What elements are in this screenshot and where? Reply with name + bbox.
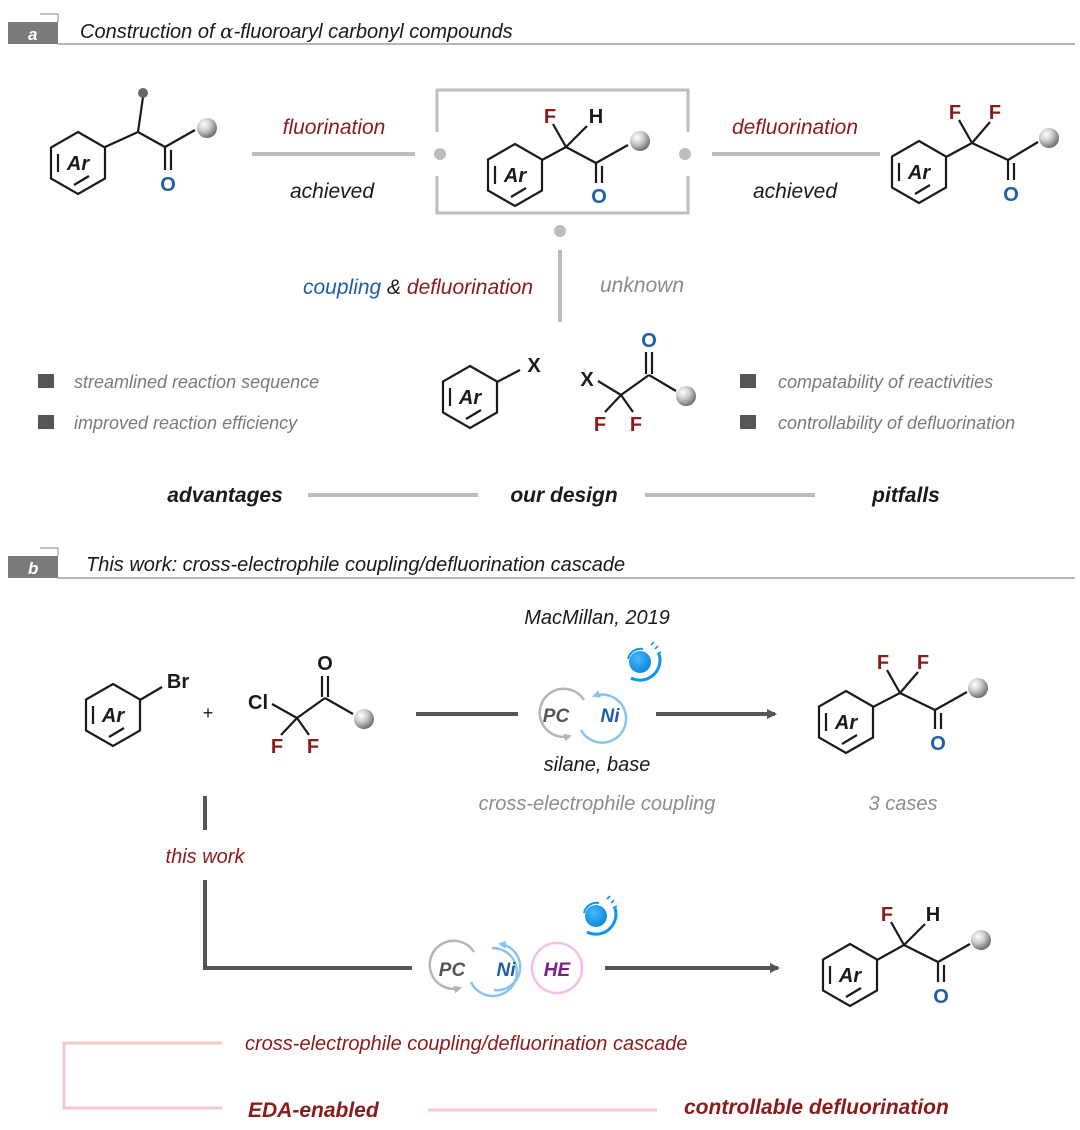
label-xec: cross-electrophile coupling xyxy=(479,793,716,815)
svg-text:O: O xyxy=(1003,184,1019,206)
svg-text:F: F xyxy=(307,736,319,758)
catalyst-pc-ni-cycle: PC Ni xyxy=(538,687,628,744)
label-controllable-defluorination: controllable defluorination xyxy=(684,1096,949,1119)
advantages-list: streamlined reaction sequence improved r… xyxy=(38,372,319,433)
substituent-sphere xyxy=(676,386,696,406)
substituent-sphere xyxy=(354,709,374,729)
molecule-aryl-ketone: Ar O xyxy=(49,88,217,196)
svg-text:Ar: Ar xyxy=(101,705,125,727)
bottom-bracket xyxy=(62,1041,222,1110)
catalyst-pc-ni-he-cycle: PC Ni HE xyxy=(428,939,584,998)
molecule-aryl-bromide: Ar Br xyxy=(84,671,189,748)
panel-b-title: This work: cross-electrophile coupling/d… xyxy=(86,554,625,576)
svg-text:O: O xyxy=(160,174,176,196)
center-bracket xyxy=(435,88,690,215)
substituent-sphere xyxy=(197,118,217,138)
label-achieved-left: achieved xyxy=(290,180,375,203)
product-difluoro: Ar F F O xyxy=(817,652,988,755)
svg-text:F: F xyxy=(877,652,889,674)
svg-text:F: F xyxy=(881,904,893,926)
svg-text:Ar: Ar xyxy=(66,153,90,175)
svg-text:PC: PC xyxy=(543,706,570,727)
plus-sign: + xyxy=(203,703,214,723)
substituent-sphere xyxy=(630,131,650,151)
panel-b-badge: b xyxy=(28,559,38,578)
svg-text:Ar: Ar xyxy=(838,965,862,987)
product-monofluoro: Ar F H O xyxy=(821,904,991,1008)
molecule-monofluoro: Ar F H O xyxy=(486,106,650,208)
label-cascade: cross-electrophile coupling/defluorinati… xyxy=(245,1033,687,1055)
svg-text:X: X xyxy=(580,369,594,391)
svg-text:O: O xyxy=(317,653,333,675)
label-macmillan: MacMillan, 2019 xyxy=(524,607,670,629)
svg-text:F: F xyxy=(949,102,961,124)
svg-text:O: O xyxy=(933,986,949,1008)
svg-text:Ar: Ar xyxy=(907,162,931,184)
svg-text:O: O xyxy=(641,330,657,352)
label-defluorination: defluorination xyxy=(732,116,858,139)
label-pitfalls: pitfalls xyxy=(871,484,940,507)
svg-text:compatability of reactivities: compatability of reactivities xyxy=(778,372,993,392)
label-3-cases: 3 cases xyxy=(869,793,938,815)
svg-text:H: H xyxy=(589,106,603,128)
lightbulb-icon xyxy=(582,894,619,936)
lightbulb-icon xyxy=(626,640,663,682)
substituent-sphere xyxy=(1039,128,1059,148)
svg-text:improved reaction efficiency: improved reaction efficiency xyxy=(74,413,298,433)
methyl-dot xyxy=(138,88,148,98)
svg-text:F: F xyxy=(594,414,606,436)
substituent-sphere xyxy=(971,930,991,950)
svg-text:F: F xyxy=(917,652,929,674)
svg-text:O: O xyxy=(591,186,607,208)
svg-text:Ar: Ar xyxy=(458,387,482,409)
pitfalls-list: compatability of reactivities controllab… xyxy=(740,372,1015,433)
svg-text:F: F xyxy=(630,414,642,436)
svg-text:PC: PC xyxy=(439,960,466,981)
svg-text:Ni: Ni xyxy=(601,706,621,727)
panel-a-badge: a xyxy=(28,25,37,44)
svg-text:O: O xyxy=(930,733,946,755)
svg-text:Cl: Cl xyxy=(248,692,268,714)
label-our-design: our design xyxy=(510,484,617,507)
label-eda-enabled: EDA-enabled xyxy=(248,1099,380,1122)
svg-text:Br: Br xyxy=(167,671,189,693)
label-silane-base: silane, base xyxy=(544,754,651,776)
svg-text:F: F xyxy=(271,736,283,758)
molecule-chlorodifluoro-ketone: Cl O F F xyxy=(248,653,374,758)
svg-text:HE: HE xyxy=(544,960,572,981)
label-advantages: advantages xyxy=(167,484,283,507)
svg-text:Ar: Ar xyxy=(503,165,527,187)
label-unknown: unknown xyxy=(600,274,684,297)
label-fluorination: fluorination xyxy=(283,116,386,139)
panel-a-title: Construction of α-fluoroaryl carbonyl co… xyxy=(80,19,513,43)
panel-a-header: a Construction of α-fluoroaryl carbonyl … xyxy=(8,13,1075,45)
molecule-aryl-halide: Ar X xyxy=(441,355,541,430)
svg-text:Ni: Ni xyxy=(497,960,517,981)
label-coupling-defluorination: coupling & defluorination xyxy=(303,276,533,299)
svg-text:Ar: Ar xyxy=(834,712,858,734)
panel-b-header: b This work: cross-electrophile coupling… xyxy=(8,547,1075,579)
molecule-halodifluoro-ketone: X O F F xyxy=(580,330,696,436)
svg-text:controllability of defluorinat: controllability of defluorination xyxy=(778,413,1015,433)
label-this-work: this work xyxy=(166,846,246,868)
svg-text:F: F xyxy=(989,102,1001,124)
substituent-sphere xyxy=(968,678,988,698)
molecule-difluoro: Ar F F O xyxy=(890,102,1059,206)
svg-text:H: H xyxy=(926,904,940,926)
label-achieved-right: achieved xyxy=(753,180,838,203)
svg-text:F: F xyxy=(544,106,556,128)
svg-text:streamlined reaction sequence: streamlined reaction sequence xyxy=(74,372,319,392)
svg-text:X: X xyxy=(527,355,541,377)
